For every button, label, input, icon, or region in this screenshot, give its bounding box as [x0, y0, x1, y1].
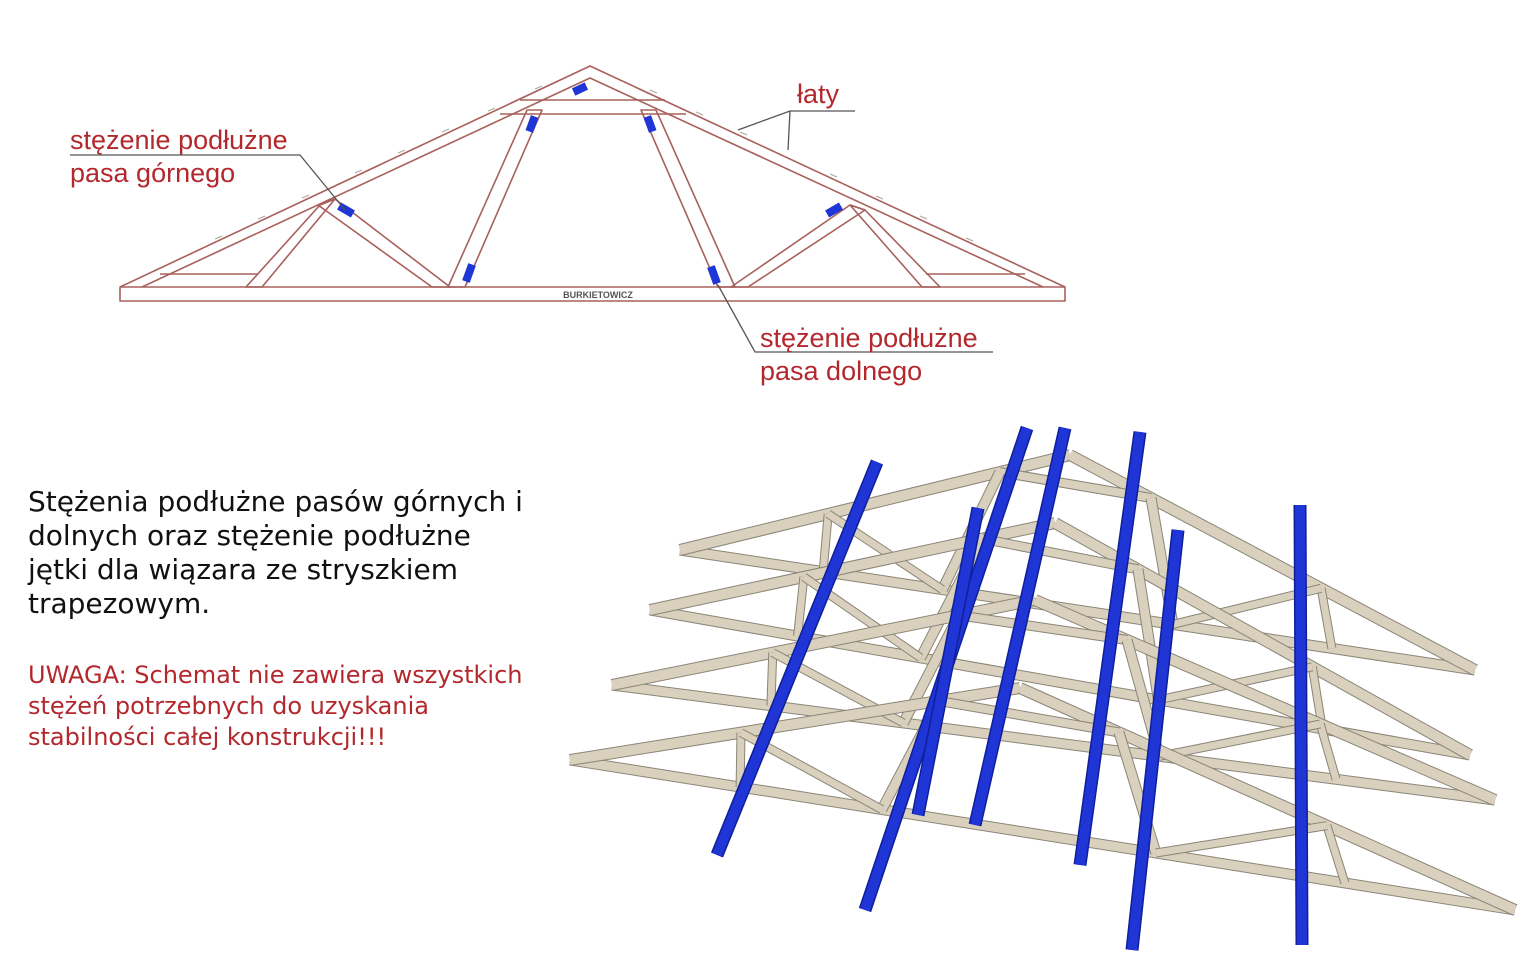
truss-collar-tie — [958, 611, 1128, 644]
truss-frame — [119, 65, 1066, 302]
attic-post-right — [640, 109, 736, 288]
truss-web-left-a — [794, 576, 808, 637]
top-chord-outer — [119, 65, 1066, 288]
truss-web-left-a — [767, 652, 777, 706]
brace-connector-top-right — [825, 202, 843, 218]
warning-note: UWAGA: Schemat nie zawiera wszystkich st… — [28, 661, 523, 751]
truss-web-left-a — [736, 732, 745, 788]
brace-connector-post-right — [643, 115, 657, 133]
truss-post-right — [1133, 568, 1163, 701]
brace-connector-apex — [571, 82, 589, 96]
truss-elevation-diagram: BURKIETOWICZ — [70, 65, 1066, 353]
truss-web-right-b — [1158, 720, 1321, 760]
batten-marks — [214, 85, 974, 242]
leader-battens-1 — [737, 110, 855, 131]
longitudinal-brace-6 — [1127, 529, 1183, 951]
leader-lines — [70, 110, 993, 353]
truss-web-right-a — [1317, 587, 1336, 650]
label-bottom-chord-brace: stężenie podłużne pasa dolnego — [760, 322, 978, 388]
truss-4 — [569, 682, 1518, 916]
truss-web-left-a — [819, 513, 832, 572]
label-top-chord-line-1: stężenie podłużne — [70, 125, 288, 155]
longitudinal-brace-4 — [1075, 431, 1145, 866]
top-chord-inner — [141, 77, 1044, 288]
beam-label: BURKIETOWICZ — [563, 290, 633, 300]
label-battens: łaty — [797, 79, 840, 109]
attic-post-left — [447, 109, 543, 288]
bottom-chord — [119, 286, 1066, 302]
longitudinal-brace-5 — [913, 507, 983, 816]
brace-connector-top-left — [337, 202, 355, 218]
brace-connector-bottom-left — [462, 263, 476, 283]
brace-connector-post-left — [525, 115, 539, 133]
braces-group — [710, 425, 1309, 951]
label-top-chord-line-2: pasa górnego — [70, 158, 236, 188]
longitudinal-brace-1 — [712, 460, 882, 857]
brace-connectors — [337, 82, 843, 285]
description-text: Stężenia podłużne pasów górnych i dolnyc… — [28, 485, 523, 620]
web-left-strut — [245, 198, 336, 288]
web-right-strut — [849, 204, 941, 288]
truss-web-right-a — [1323, 824, 1349, 885]
truss-collar-tie — [981, 534, 1139, 574]
longitudinal-brace-3 — [970, 426, 1070, 827]
web-left-diagonal — [317, 198, 451, 288]
leader-bottom-chord — [717, 284, 993, 353]
label-top-chord-brace: stężenie podłużne pasa górnego — [70, 124, 288, 190]
leader-battens-2 — [787, 110, 791, 151]
truss-web-right-a — [1316, 723, 1340, 781]
truss-3d-illustration — [569, 425, 1518, 951]
label-bottom-chord-line-2: pasa dolnego — [760, 356, 923, 386]
truss-bottom-chord — [569, 755, 1516, 915]
truss-collar-tie — [938, 697, 1120, 737]
truss-bottom-chord — [611, 680, 1496, 805]
leader-top-chord — [70, 154, 346, 211]
longitudinal-brace-7 — [1295, 504, 1307, 946]
brace-connector-bottom-right — [707, 265, 721, 285]
web-right-diagonal — [730, 204, 866, 288]
label-bottom-chord-line-1: stężenie podłużne — [760, 323, 978, 353]
